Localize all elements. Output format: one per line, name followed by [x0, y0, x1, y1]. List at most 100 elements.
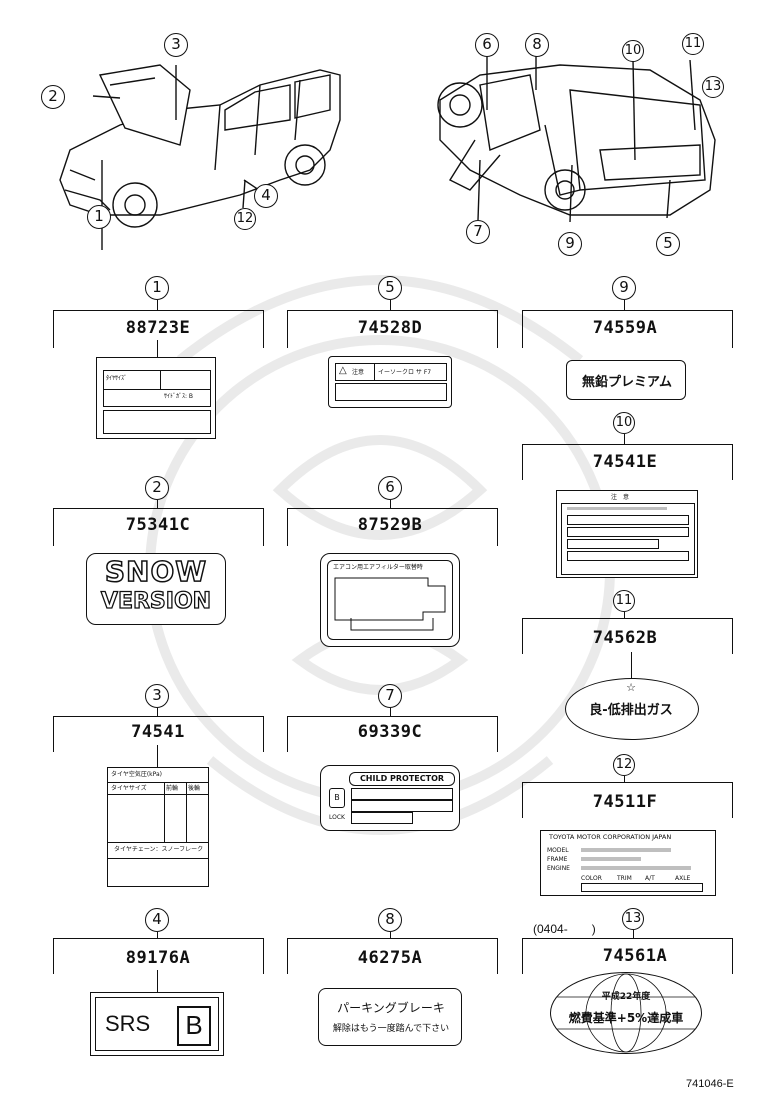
- callout-3: 3: [145, 684, 169, 708]
- group-line-11: [522, 618, 732, 619]
- label-12-r3: ENGINE: [547, 865, 570, 872]
- group-line-9: [522, 310, 732, 311]
- srs-letter-box: B: [177, 1006, 211, 1046]
- label-7-bar1: [351, 788, 453, 800]
- label-46275A: パーキングブレーキ 解除はもう一度踏んで下さい: [318, 988, 462, 1046]
- callout-6: 6: [378, 476, 402, 500]
- globe-lines: [551, 973, 701, 1053]
- version-text: VERSION: [100, 588, 212, 614]
- label-3-col1: タイヤサイズ: [111, 785, 147, 792]
- label-89176A: SRS B: [90, 992, 224, 1056]
- label-7-bar2: [351, 800, 453, 812]
- callout-4: 4: [145, 908, 169, 932]
- tick-5a: [287, 310, 288, 348]
- warning-triangle-icon: △: [339, 365, 347, 376]
- srs-text: SRS: [105, 1011, 151, 1036]
- front-car-illustration: [59, 64, 341, 250]
- callout-3-top: 3: [164, 33, 188, 57]
- callout-13: 13: [622, 908, 644, 930]
- label-74528D: △ 注意 イーソークロ サ F7: [328, 356, 452, 408]
- label-12-r1: MODEL: [547, 847, 569, 854]
- tick-2: [157, 500, 158, 508]
- label-74541E: 注 意: [556, 490, 698, 578]
- part-number-5: 74528D: [357, 318, 423, 338]
- rear-car-illustration: [437, 52, 716, 223]
- tick-11c: [631, 652, 632, 678]
- figure-code: 741046-E: [686, 1078, 734, 1090]
- group-line-12: [522, 782, 732, 783]
- label-12-title: TOYOTA MOTOR CORPORATION JAPAN: [549, 833, 672, 841]
- group-line-7: [287, 716, 497, 717]
- divider: [186, 782, 187, 842]
- callout-9-top: 9: [558, 232, 582, 256]
- tick-7a: [287, 716, 288, 752]
- callout-8: 8: [378, 908, 402, 932]
- tick-1a: [53, 310, 54, 348]
- label-12-bar3: [581, 866, 691, 870]
- callout-10: 10: [613, 412, 635, 434]
- label-8-line1: パーキングブレーキ: [337, 1001, 445, 1015]
- part-number-6: 87529B: [357, 515, 423, 535]
- label-69339C: CHILD PROTECTOR B LOCK: [320, 765, 460, 831]
- label-12-c4: AXLE: [675, 875, 691, 882]
- label-5-top-row: △ 注意 イーソークロ サ F7: [335, 363, 447, 381]
- lock-indicator-icon: B: [329, 788, 345, 808]
- label-12-c3: A/T: [645, 875, 655, 882]
- callout-5-top: 5: [656, 232, 680, 256]
- tick-11a: [522, 618, 523, 654]
- label-3-col3: 後輪: [188, 785, 201, 792]
- part-number-3: 74541: [131, 722, 185, 742]
- label-3-col2: 前輪: [166, 785, 179, 792]
- callout-6-top: 6: [475, 33, 499, 57]
- label-74541: タイヤ空気圧(kPa) タイヤサイズ 前輪 後輪 タイヤチェーン：スノーフレーク: [107, 767, 209, 887]
- part-number-10: 74541E: [592, 452, 658, 472]
- tick-3a: [53, 716, 54, 752]
- star-icon: ☆: [626, 681, 636, 694]
- tick-13b: [732, 938, 733, 974]
- label-10-title: 注 意: [611, 494, 630, 501]
- label-9-text: 無鉛プレミアム: [581, 375, 673, 390]
- tick-9b: [732, 310, 733, 348]
- group-line-10: [522, 444, 732, 445]
- group-line-4: [53, 938, 263, 939]
- tick-3c: [157, 745, 158, 767]
- part-number-13: 74561A: [602, 946, 668, 966]
- tick-4: [157, 932, 158, 938]
- tick-4b: [263, 938, 264, 974]
- tick-6b: [497, 508, 498, 546]
- tick-10a: [522, 444, 523, 480]
- tick-5: [390, 300, 391, 310]
- tick-4a: [53, 938, 54, 974]
- callout-8-top: 8: [525, 33, 549, 57]
- tick-1: [157, 300, 158, 310]
- label-7-bar3: [351, 812, 413, 824]
- callout-12-top: 12: [234, 208, 256, 230]
- tick-12a: [522, 782, 523, 818]
- callout-4-top: 4: [254, 184, 278, 208]
- label-1-row2-text: ｻｲﾄﾞｶﾞｽ: B: [164, 393, 194, 400]
- label-3-foot: タイヤチェーン：スノーフレーク: [114, 846, 204, 853]
- tick-11: [624, 612, 625, 618]
- tick-1c: [157, 340, 158, 358]
- label-74559A: 無鉛プレミアム: [566, 360, 686, 400]
- tick-4c: [157, 970, 158, 992]
- part-number-8: 46275A: [357, 948, 423, 968]
- group-line-5: [287, 310, 497, 311]
- tick-8: [390, 932, 391, 938]
- callout-5: 5: [378, 276, 402, 300]
- label-13-main: 燃費基準+5%達成車: [568, 1011, 684, 1025]
- tick-2b: [263, 508, 264, 546]
- callout-10-top: 10: [622, 40, 644, 62]
- tick-8a: [287, 938, 288, 974]
- label-12-bar1: [581, 848, 671, 852]
- label-74561A: 平成22年度 燃費基準+5%達成車: [550, 972, 702, 1054]
- divider: [374, 364, 375, 380]
- snow-text: SNOW: [104, 555, 208, 589]
- label-12-c1: COLOR: [581, 875, 602, 882]
- label-6-title: エアコン用エアフィルター取替時: [333, 564, 423, 571]
- label-12-r2: FRAME: [547, 856, 568, 863]
- group-line-8: [287, 938, 497, 939]
- tick-6: [390, 500, 391, 508]
- callout-7-top: 7: [466, 220, 490, 244]
- group-line-6: [287, 508, 497, 509]
